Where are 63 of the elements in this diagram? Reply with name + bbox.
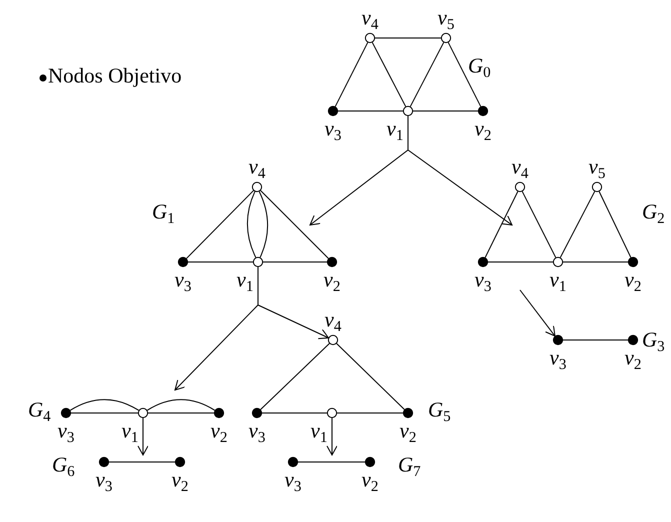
vertex-label: v$_{4}$ [248,156,266,178]
curved-edge-line [70,399,140,411]
edge-line [148,412,214,414]
edge-line [410,42,444,108]
graph-label: G$_{7}$ [398,454,421,476]
edge-line [598,191,632,258]
vertex-label: v$_{3}$ [58,420,74,442]
vertex-label: v$_{2}$ [210,420,228,442]
legend-text: Nodos Objetivo [48,66,182,86]
vertex-label: v$_{2}$ [624,348,642,368]
graph-label: G$_{1}$ [152,202,175,222]
edge-line [186,190,254,259]
vertex-label: v$_{1}$ [386,118,404,140]
vertex-label: v$_{2}$ [474,118,492,140]
graph-label: G$_{3}$ [642,330,665,350]
graph-label: G$_{4}$ [28,400,51,420]
edge-line [372,42,406,108]
edge-line [412,110,478,112]
vertex-label: v$_{4}$ [324,310,342,330]
graph-label: G$_{6}$ [52,454,75,476]
vertex-label: v$_{2}$ [324,270,340,290]
vertex-label: v$_{2}$ [362,470,378,490]
arrow [408,116,512,226]
vertex-label: v$_{5}$ [588,156,606,178]
vertex-label: v$_{1}$ [310,420,328,442]
edge-line [484,190,518,258]
arrow [326,418,338,456]
vertex-label: v$_{2}$ [400,420,416,442]
curved-edge-line [258,190,268,258]
vertex-label: v$_{1}$ [236,270,254,290]
edge-line [336,342,405,410]
edge-line [336,412,404,414]
edge-line [522,190,556,258]
vertex-label: v$_{3}$ [174,270,192,290]
graph-label: G$_{0}$ [468,56,491,76]
curved-edge-line [146,399,216,411]
graph-label: G$_{2}$ [642,202,665,222]
vertex-label: v$_{3}$ [474,270,492,290]
edge-line [70,412,138,414]
edge-line [334,42,368,108]
arrow [258,266,329,340]
curved-edge-line [246,191,256,258]
graph-label: G$_{5}$ [428,400,451,420]
edge-line [260,190,329,259]
vertex-label: v$_{1}$ [550,270,566,290]
vertex-label: v$_{2}$ [624,270,642,290]
vertex-label: v$_{3}$ [324,118,342,140]
edge-line [262,412,328,414]
vertex-label: v$_{4}$ [512,156,528,178]
vertex-label: v$_{5}$ [438,8,454,28]
vertex-label: v$_{1}$ [122,420,138,442]
vertex-label: v$_{3}$ [284,470,302,490]
edge-line [260,342,330,410]
vertex-label: v$_{3}$ [550,348,566,368]
arrow [520,290,556,337]
vertex-label: v$_{3}$ [248,420,266,442]
edge-line [448,42,482,108]
arrow [138,418,148,456]
edge-line [560,190,596,258]
vertex-label: v$_{2}$ [172,470,188,490]
vertex-label: v$_{3}$ [96,470,112,490]
edge-line [338,110,404,112]
vertex-label: v$_{4}$ [362,8,378,28]
